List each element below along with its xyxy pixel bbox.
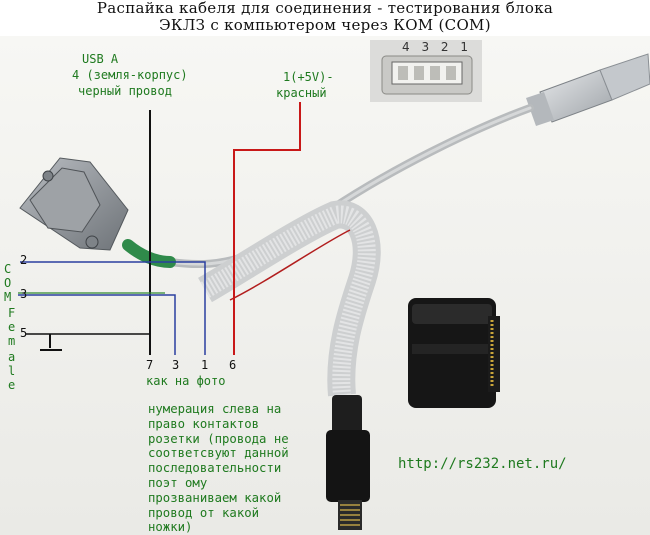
note-line: поэт ому [148,475,208,490]
note-line: провод от какой [148,505,260,520]
red-wire-label: красный [276,86,327,100]
note-line: нумерация слева на [148,402,282,416]
female-letter: F [8,306,16,320]
com-letter: O [4,276,12,290]
usb-socket-inset [370,40,482,102]
wire-number: 3 [172,358,180,372]
com-pin-3: 3 [20,287,28,301]
page-title: Распайка кабеля для соединения - тестиро… [0,0,650,34]
usb-pin1-label: 1(+5V)- [283,70,334,84]
wire-number: 6 [229,358,237,372]
com-letter: C [4,262,12,276]
female-letter: a [8,350,16,364]
annotation-lines [18,102,301,355]
note-line: прозваниваем какой [148,490,282,505]
female-letter: l [8,364,16,378]
wire-number: 1 [201,358,209,372]
com-pin-2: 2 [20,253,28,267]
usb-pin4-label: 4 (земля-корпус) [72,68,188,82]
female-letter: e [8,378,16,392]
com-pin-5: 5 [20,326,28,340]
female-letter: e [8,320,16,334]
db9-connector [19,157,129,251]
site-url: http://rs232.net.ru/ [398,456,567,472]
title-line-1: Распайка кабеля для соединения - тестиро… [96,0,554,17]
note-line: розетки (провода не [148,431,289,446]
title-line-2: ЭКЛЗ с компьютером через КОМ (COM) [159,16,491,34]
female-letter: m [8,334,16,348]
note-line: ножки) [148,520,193,535]
as-on-photo-label: как на фото [146,374,226,388]
usb-a-heading: USB A [82,52,119,66]
note-line: право контактов [148,416,260,431]
note-line: последовательности [148,461,282,476]
cable-photo [0,36,650,535]
wire-number: 7 [146,358,154,372]
ribbon-connector [326,395,370,530]
eklz-block [408,298,500,408]
com-letter: M [4,290,12,304]
usb-contact-numbers: 4 3 2 1 [402,40,472,54]
black-wire-label: черный провод [78,84,172,98]
note-line: соответсвуют данной [148,446,289,461]
usb-plug [526,53,650,126]
numbering-note: нумерация слева на право контактов розет… [148,402,338,535]
